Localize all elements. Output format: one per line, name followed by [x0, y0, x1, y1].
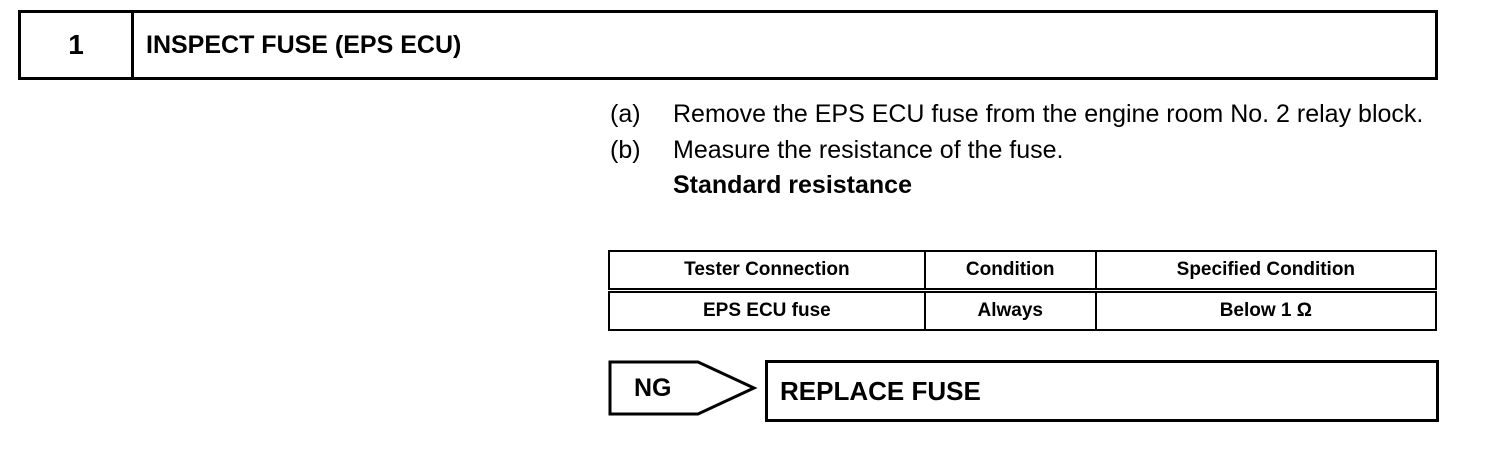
step-number: 1: [21, 13, 134, 77]
column-header: Tester Connection: [608, 251, 926, 293]
column-header: Specified Condition: [1094, 251, 1438, 293]
instruction-text: Measure the resistance of the fuse.: [673, 136, 1064, 164]
instruction-letter: (a): [610, 100, 641, 128]
spec-table: Tester Connection Condition Specified Co…: [608, 250, 1438, 331]
step-title: INSPECT FUSE (EPS ECU): [146, 30, 462, 59]
instruction-b: (b) Measure the resistance of the fuse.: [610, 132, 1450, 168]
instructions: (a) Remove the EPS ECU fuse from the eng…: [610, 96, 1450, 202]
instruction-letter: (b): [610, 136, 641, 164]
table-cell: Below 1 Ω: [1094, 290, 1438, 330]
ng-label: NG: [634, 374, 672, 402]
standard-label: Standard resistance: [673, 171, 912, 199]
table-cell: Always: [923, 290, 1097, 330]
instruction-text: Remove the EPS ECU fuse from the engine …: [673, 100, 1424, 128]
step-header: 1 INSPECT FUSE (EPS ECU): [18, 10, 1438, 80]
instruction-a: (a) Remove the EPS ECU fuse from the eng…: [610, 96, 1450, 132]
table-row: EPS ECU fuse Always Below 1 Ω: [608, 290, 1438, 330]
table-cell: EPS ECU fuse: [608, 290, 926, 330]
table-header-row: Tester Connection Condition Specified Co…: [608, 251, 1438, 293]
ng-action-box: REPLACE FUSE: [765, 360, 1439, 422]
ng-arrow-icon: [608, 360, 758, 416]
column-header: Condition: [923, 251, 1097, 293]
